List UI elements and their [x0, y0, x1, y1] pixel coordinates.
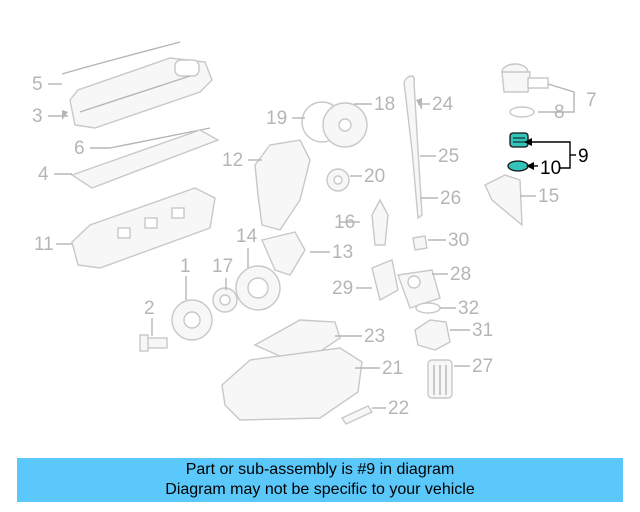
callout-26: 26 [440, 188, 461, 209]
part-16-bracket [371, 198, 389, 246]
part-21-oil-pan [221, 347, 363, 421]
part-9-cap [509, 132, 529, 148]
callout-10: 10 [540, 158, 561, 179]
info-banner: Part or sub-assembly is #9 in diagram Di… [17, 458, 623, 502]
part-27-oil-filter [427, 359, 453, 399]
callout-4: 4 [38, 164, 49, 185]
part-3-valve-cover [69, 57, 213, 129]
callout-31: 31 [472, 320, 493, 341]
part-29-housing [371, 259, 399, 302]
part-31-cooler [414, 319, 451, 351]
callout-17: 17 [212, 256, 233, 277]
callout-24: 24 [432, 94, 454, 115]
callout-21: 21 [382, 358, 403, 379]
part-1-crank-pulley [171, 299, 213, 341]
callout-12: 12 [222, 150, 243, 171]
part-32-o-ring [415, 302, 441, 314]
part-7-filler-neck [501, 63, 549, 93]
part-12-timing-cover [254, 139, 311, 231]
part-13-bracket [261, 231, 306, 276]
part-4-gasket [70, 129, 220, 189]
part-11-cylinder-head [71, 187, 216, 269]
callout-23: 23 [364, 326, 385, 347]
part-15-shield [484, 174, 523, 227]
callout-1: 1 [180, 256, 191, 277]
callout-8: 8 [554, 102, 565, 123]
part-2-bolt [139, 334, 168, 352]
callout-32: 32 [458, 298, 479, 319]
part-20-pulley [326, 168, 350, 192]
callout-22: 22 [388, 398, 409, 419]
callout-15: 15 [538, 186, 559, 207]
part-6-gasket [109, 127, 211, 149]
callout-27: 27 [472, 356, 493, 377]
part-24-dipstick [403, 75, 423, 220]
callout-30: 30 [448, 230, 469, 251]
callout-20: 20 [364, 166, 385, 187]
part-30-sensor [412, 235, 428, 251]
callout-13: 13 [332, 242, 353, 263]
callout-16: 16 [334, 212, 355, 233]
callout-6: 6 [74, 138, 85, 159]
callout-14: 14 [236, 226, 258, 247]
callout-labels: 5 3 6 4 11 12 19 18 20 24 25 26 16 13 14… [32, 74, 597, 419]
callout-18: 18 [374, 94, 395, 115]
callout-11: 11 [34, 234, 54, 255]
banner-line-2: Diagram may not be specific to your vehi… [165, 481, 475, 498]
engine-parts-diagram: 5 3 6 4 11 12 19 18 20 24 25 26 16 13 14… [32, 41, 597, 425]
callout-29: 29 [332, 278, 353, 299]
part-28-adapter [397, 269, 441, 309]
callout-7: 7 [586, 90, 597, 111]
part-10-gasket [507, 160, 529, 172]
leader-lines [48, 83, 576, 409]
callout-28: 28 [450, 264, 471, 285]
callout-9: 9 [578, 146, 589, 167]
part-8-seal [509, 106, 535, 118]
callout-3: 3 [32, 106, 43, 127]
part-5-gasket [61, 41, 181, 75]
callout-19: 19 [266, 108, 287, 129]
part-17-sprocket [212, 287, 238, 313]
part-22-sealant [340, 405, 374, 425]
banner-line-1: Part or sub-assembly is #9 in diagram [185, 461, 455, 478]
callout-2: 2 [144, 298, 155, 319]
callout-5: 5 [32, 74, 43, 95]
part-18-gear [322, 102, 368, 148]
part-14-seal-plate [235, 265, 281, 311]
callout-25: 25 [438, 146, 459, 167]
arrowheads [62, 98, 534, 170]
